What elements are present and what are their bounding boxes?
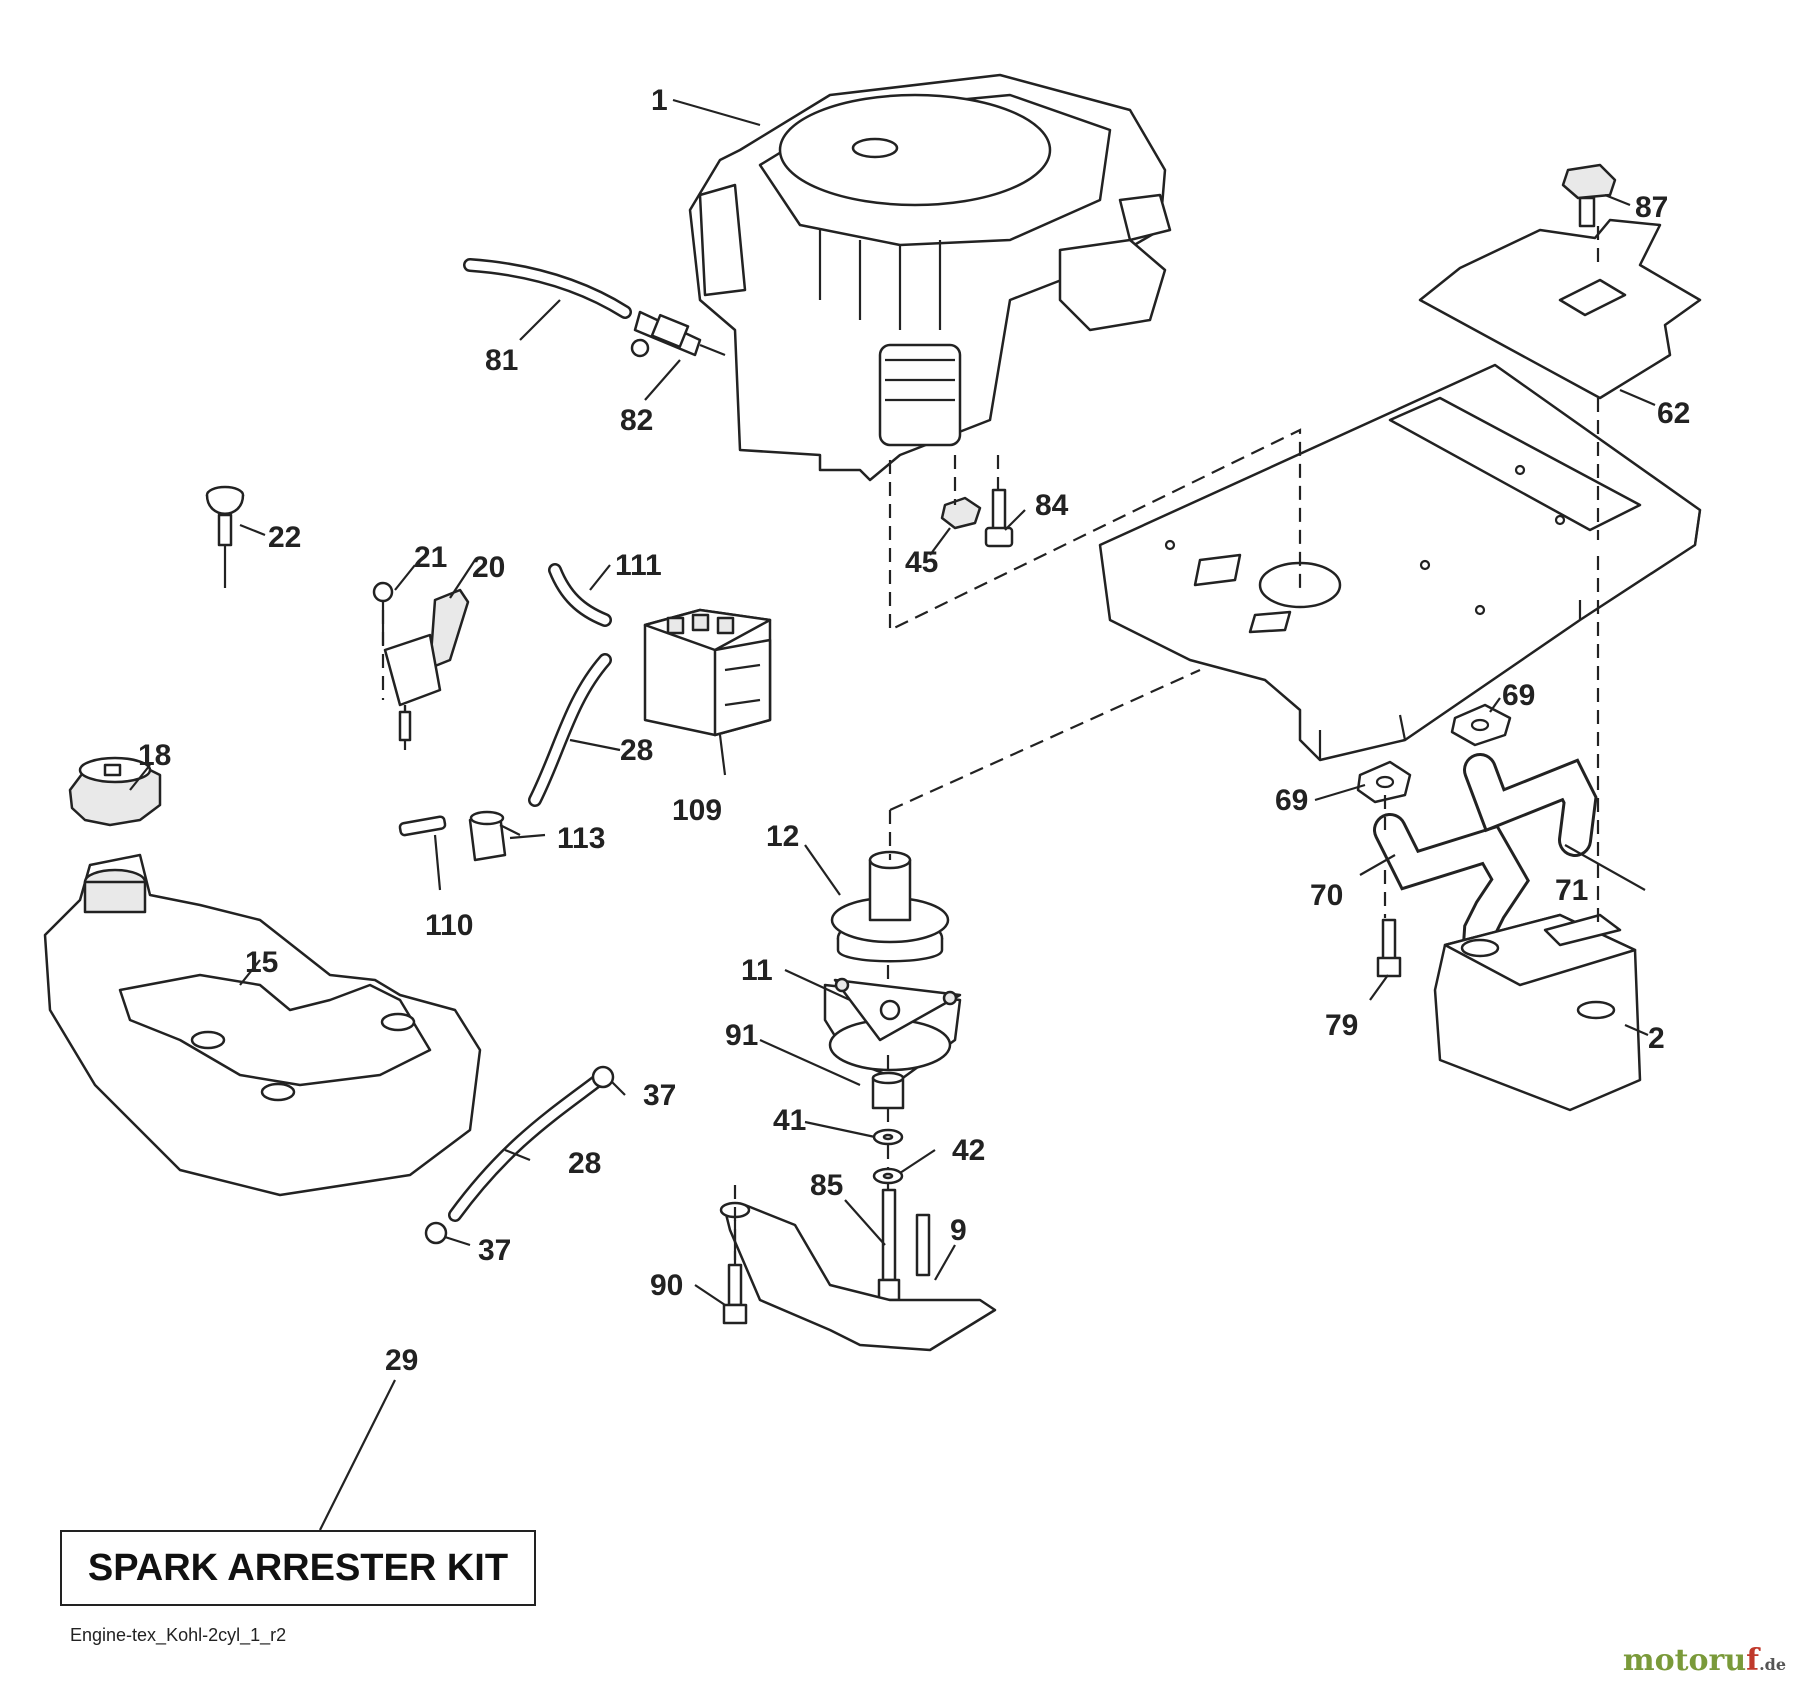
bearing-91-drawing <box>871 1071 905 1110</box>
knob-nut-87-drawing <box>1561 163 1617 228</box>
engine-drawing <box>688 73 1172 482</box>
exhaust-pipe-71-drawing <box>1463 753 1598 857</box>
part-label-110: 110 <box>425 909 473 942</box>
fuel-filter-82-drawing <box>630 310 726 358</box>
nut-45-drawing <box>940 496 982 530</box>
drawing-code: Engine-tex_Kohl-2cyl_1_r2 <box>70 1625 287 1645</box>
part-label-69-lower: 69 <box>1275 784 1308 817</box>
bolt-85-drawing <box>877 1188 901 1302</box>
bolt-84-drawing <box>984 488 1014 548</box>
part-label-37-lower: 37 <box>478 1234 511 1267</box>
spark-arrester-kit-label: SPARK ARRESTER KIT <box>87 1546 509 1589</box>
part-label-21: 21 <box>414 541 447 574</box>
part-label-37-upper: 37 <box>643 1079 676 1112</box>
fuel-hose-81-drawing <box>463 258 632 319</box>
part-label-28-upper: 28 <box>620 734 653 767</box>
bolt-90-drawing <box>722 1220 748 1325</box>
check-valve-113-drawing <box>468 810 521 862</box>
part-label-70: 70 <box>1310 879 1343 912</box>
watermark-tld: .de <box>1759 1655 1786 1674</box>
part-label-45: 45 <box>905 546 938 579</box>
clamp-37-upper-drawing <box>591 1065 615 1089</box>
fuel-tank-15-drawing <box>43 853 482 1197</box>
heat-shield-62-drawing <box>1418 218 1702 400</box>
connector-110-drawing <box>398 815 447 837</box>
fuel-hose-28-upper-drawing <box>528 653 612 807</box>
throttle-control-20-drawing <box>383 588 470 750</box>
part-label-9: 9 <box>950 1214 967 1247</box>
part-label-111: 111 <box>615 549 662 582</box>
part-label-29: 29 <box>385 1344 418 1377</box>
part-label-69-upper: 69 <box>1502 679 1535 712</box>
fuel-hose-28-lower-drawing <box>448 1068 612 1222</box>
watermark-accent: f <box>1746 1643 1760 1678</box>
part-label-2: 2 <box>1648 1022 1665 1055</box>
part-label-22: 22 <box>268 521 301 554</box>
part-label-90: 90 <box>650 1269 683 1302</box>
part-label-113: 113 <box>557 822 605 855</box>
bracket-9-drawing <box>719 1201 997 1352</box>
part-label-71: 71 <box>1555 874 1588 907</box>
part-label-42: 42 <box>952 1134 985 1167</box>
part-label-41: 41 <box>773 1104 806 1137</box>
bolt-79-drawing <box>1376 918 1402 978</box>
washer-41-drawing <box>872 1128 904 1146</box>
fuel-cap-18-drawing <box>68 756 162 827</box>
vent-hose-111-drawing <box>548 563 612 627</box>
muffler-2-drawing <box>1433 913 1642 1112</box>
part-label-79: 79 <box>1325 1009 1358 1042</box>
part-label-12: 12 <box>766 820 799 853</box>
exhaust-pipe-70-drawing <box>1373 813 1530 977</box>
part-label-28-lower: 28 <box>568 1147 601 1180</box>
clamp-37-lower-drawing <box>424 1221 448 1245</box>
part-label-81: 81 <box>485 344 518 377</box>
electric-clutch-11-drawing <box>823 977 962 1082</box>
part-label-85: 85 <box>810 1169 843 1202</box>
pulley-12-drawing <box>830 850 950 963</box>
gasket-69-upper-drawing <box>1450 703 1512 747</box>
part-label-84: 84 <box>1035 489 1069 522</box>
washer-42-drawing <box>872 1167 904 1185</box>
part-label-1: 1 <box>651 84 668 117</box>
frame-plate-drawing <box>1098 363 1702 762</box>
part-label-87: 87 <box>1635 191 1668 224</box>
choke-knob-22-drawing <box>205 485 245 588</box>
part-labels: 1 2 9 11 12 15 18 20 21 22 28 28 29 37 3… <box>138 84 1690 1377</box>
assembly-lines <box>381 226 1600 1265</box>
watermark-logo: motoruf.de <box>1623 1643 1786 1678</box>
part-label-18: 18 <box>138 739 171 772</box>
part-label-62: 62 <box>1657 397 1690 430</box>
part-label-91: 91 <box>725 1019 758 1052</box>
part-label-11: 11 <box>741 954 773 987</box>
part-label-82: 82 <box>620 404 653 437</box>
fuel-pump-109-drawing <box>643 608 772 737</box>
gasket-69-lower-drawing <box>1356 760 1412 804</box>
part-label-15: 15 <box>245 946 278 979</box>
part-label-109: 109 <box>672 794 722 827</box>
part-label-20: 20 <box>472 551 505 584</box>
spark-arrester-kit-box: SPARK ARRESTER KIT <box>60 1530 536 1606</box>
leader-lines <box>129 98 1656 1531</box>
watermark-main: motoru <box>1622 1643 1747 1678</box>
